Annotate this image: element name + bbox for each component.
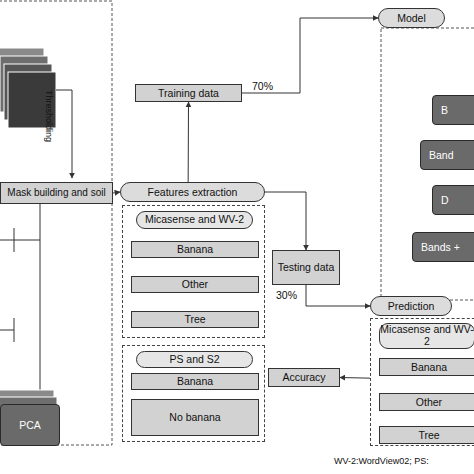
class-group: Micasense and WV-2BananaOtherTree (122, 205, 265, 338)
edge-label: 30% (276, 289, 297, 301)
node-text: Mask building and soil (7, 187, 105, 199)
flow-arrow (242, 18, 378, 93)
leader-line (14, 240, 40, 241)
node-text: PCA (19, 419, 41, 431)
group-heading: Micasense and WV-2 (136, 211, 253, 229)
node-text: Features extraction (148, 186, 238, 198)
group-heading: PS and S2 (136, 351, 253, 368)
node-text: Banana (177, 243, 213, 255)
process-box: Training data (135, 84, 242, 102)
model-box: B (432, 95, 474, 125)
node-text: Testing data (278, 261, 335, 273)
class-box: Tree (131, 311, 259, 328)
node-text: Banana (411, 361, 447, 373)
class-box: Banana (379, 358, 474, 376)
node-text: Model (397, 12, 426, 24)
threshold-arrow (72, 90, 73, 178)
group-heading: Micasense and WV-2 (379, 323, 474, 349)
node-text: Banana (177, 375, 213, 387)
class-box: Tree (379, 426, 474, 444)
class-box: No banana (131, 399, 259, 436)
node-text: No banana (169, 411, 220, 423)
process-box: Accuracy (268, 368, 340, 387)
leader-line (56, 90, 72, 91)
image-stack: PCA (0, 404, 60, 446)
node-text: D (441, 194, 449, 206)
node-text: Tree (184, 313, 205, 325)
class-group: Micasense and WV-2BananaOtherTree (370, 318, 474, 446)
leader-line (40, 204, 41, 395)
class-box: Banana (131, 241, 259, 258)
flow-arrow (340, 377, 370, 379)
class-box: Other (379, 393, 474, 411)
class-box: Other (131, 276, 259, 293)
leader-line (0, 330, 14, 331)
node-text: Training data (158, 87, 219, 99)
leader-line (0, 240, 14, 241)
node-text: B (441, 104, 448, 116)
node-text: Other (416, 396, 442, 408)
node-text: Prediction (388, 300, 435, 312)
process-pill: Prediction (370, 296, 452, 316)
model-box: D (432, 185, 474, 215)
process-pill: Model (378, 8, 445, 28)
class-group: PS and S2 Banana No banana (122, 345, 265, 442)
model-box: Band (420, 140, 474, 170)
leader-line (14, 318, 15, 342)
flow-arrow (265, 192, 306, 250)
node-text: Other (182, 278, 208, 290)
node-text: Tree (418, 429, 439, 441)
process-box: Testing data (272, 250, 340, 285)
process-pill: Features extraction (120, 182, 265, 202)
node-text: Band (429, 149, 454, 161)
footnote-text: WV-2:WordView02; PS: (334, 456, 429, 466)
process-box: Mask building and soil (0, 182, 113, 204)
class-box: Banana (131, 373, 259, 390)
flow-arrow (113, 192, 120, 193)
flow-arrow (188, 102, 189, 182)
dashed-container (0, 1, 112, 445)
node-text: Accuracy (282, 371, 325, 383)
model-box: Bands + (412, 232, 474, 262)
flow-arrow (306, 285, 370, 306)
dashed-container (381, 28, 474, 300)
annotation-label: Thresholding (44, 90, 54, 142)
node-text: Bands + (421, 241, 460, 253)
edge-label: 70% (252, 80, 273, 92)
